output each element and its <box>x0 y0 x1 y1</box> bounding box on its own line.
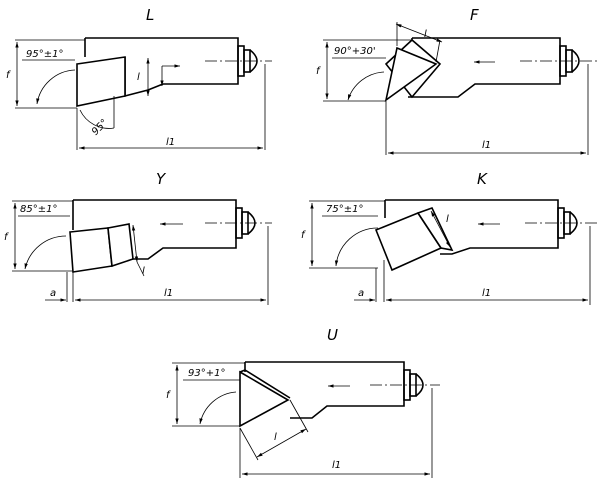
view-y-angle-label: 85°±1° <box>20 204 57 215</box>
view-k-shank <box>385 199 559 255</box>
view-f-screw-head <box>571 49 580 73</box>
view-u-title: U <box>327 326 338 344</box>
view-f-label-f: f <box>316 66 321 77</box>
view-l-label-l: l <box>137 72 140 83</box>
view-l-label-l1: l1 <box>166 137 175 148</box>
view-l-angle-arc <box>36 69 76 105</box>
view-f-angle-arc <box>347 71 385 101</box>
view-y-label-l1: l1 <box>164 288 173 299</box>
view-k-title: K <box>477 170 488 188</box>
view-l: L f 95°±1° 95° l l1 <box>6 6 272 150</box>
view-l-insert <box>76 56 126 107</box>
view-u: U f 93°+1° l l1 <box>166 326 440 478</box>
view-u-screw-head <box>415 373 424 397</box>
view-y-label-l: l <box>142 266 145 277</box>
view-f-angle-label: 90°+30' <box>334 46 376 57</box>
view-f-shank <box>408 37 561 98</box>
view-f-label-l1: l1 <box>482 140 491 151</box>
view-k-angle-label: 75°±1° <box>326 204 363 215</box>
view-f: F f 90°+30' l l1 <box>316 6 600 155</box>
view-u-angle-arc <box>199 391 237 425</box>
view-u-shank <box>245 361 405 419</box>
view-l-label-f: f <box>6 70 11 81</box>
view-k: K f 75°±1° l a l1 <box>301 170 598 305</box>
view-k-dim-l <box>430 210 451 248</box>
view-l-angle-label: 95°±1° <box>26 49 63 60</box>
view-k-label-l1: l1 <box>482 288 491 299</box>
view-k-label-a: a <box>358 288 364 299</box>
view-y-title: Y <box>156 170 167 188</box>
view-y-angle-arc <box>24 235 67 270</box>
view-y-label-f: f <box>4 232 9 243</box>
view-f-dim-l <box>395 23 443 43</box>
view-l-holder-neck <box>124 57 164 98</box>
view-y-insert <box>69 227 113 273</box>
view-l-angle-lower-arc <box>79 109 115 129</box>
view-u-dim-l <box>256 428 307 458</box>
view-f-label-l: l <box>424 29 427 40</box>
view-f-insert <box>384 46 438 102</box>
view-y-dim-l <box>131 224 139 263</box>
view-y-shank <box>73 199 237 260</box>
view-u-label-f: f <box>166 390 171 401</box>
view-l-title: L <box>146 6 154 24</box>
view-u-label-l1: l1 <box>332 460 341 471</box>
view-u-label-l: l <box>274 432 277 443</box>
view-k-angle-arc <box>334 227 379 267</box>
view-u-insert <box>239 370 290 428</box>
view-y-insert-seat <box>107 223 134 268</box>
view-y: Y f 85°±1° l a l1 <box>4 170 272 305</box>
view-y-label-a: a <box>50 288 56 299</box>
view-l-angle-lower-label: 95° <box>90 117 110 137</box>
view-k-label-l: l <box>446 214 449 225</box>
view-k-label-f: f <box>301 230 306 241</box>
view-u-angle-label: 93°+1° <box>188 368 225 379</box>
view-f-title: F <box>470 6 479 24</box>
